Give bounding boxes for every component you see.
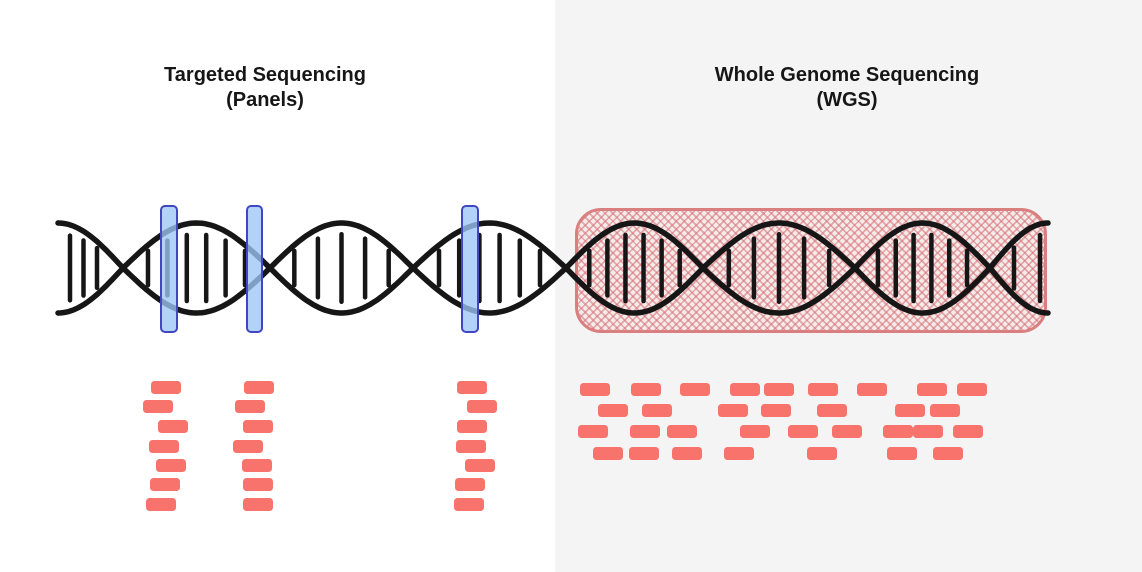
sequencing-read-right	[895, 404, 925, 417]
sequencing-read-right	[593, 447, 623, 460]
sequencing-read-left	[457, 420, 487, 433]
sequencing-read-right	[832, 425, 862, 438]
sequencing-read-left	[454, 498, 484, 511]
sequencing-read-left	[158, 420, 188, 433]
sequencing-read-left	[156, 459, 186, 472]
sequencing-read-right	[857, 383, 887, 396]
sequencing-read-right	[580, 383, 610, 396]
sequencing-read-right	[913, 425, 943, 438]
sequencing-read-right	[788, 425, 818, 438]
sequencing-read-right	[718, 404, 748, 417]
target-region-bar	[246, 205, 263, 333]
sequencing-read-right	[807, 447, 837, 460]
sequencing-read-left	[457, 381, 487, 394]
sequencing-read-right	[883, 425, 913, 438]
sequencing-read-right	[724, 447, 754, 460]
sequencing-read-right	[887, 447, 917, 460]
target-region-bar	[461, 205, 479, 333]
sequencing-read-left	[143, 400, 173, 413]
sequencing-read-right	[630, 425, 660, 438]
sequencing-read-right	[761, 404, 791, 417]
sequencing-read-right	[764, 383, 794, 396]
sequencing-read-right	[680, 383, 710, 396]
sequencing-read-left	[456, 440, 486, 453]
sequencing-read-left	[243, 478, 273, 491]
target-region-bar	[160, 205, 178, 333]
sequencing-read-left	[467, 400, 497, 413]
wgs-title-line2: (WGS)	[816, 89, 878, 111]
targeted-title-line2: (Panels)	[226, 89, 304, 111]
wgs-title: Whole Genome Sequencing (WGS)	[715, 63, 979, 113]
sequencing-read-left	[244, 381, 274, 394]
sequencing-read-right	[598, 404, 628, 417]
sequencing-read-right	[740, 425, 770, 438]
sequencing-read-right	[672, 447, 702, 460]
sequencing-read-left	[146, 498, 176, 511]
sequencing-read-right	[933, 447, 963, 460]
sequencing-read-right	[957, 383, 987, 396]
sequencing-read-right	[917, 383, 947, 396]
sequencing-read-right	[667, 425, 697, 438]
dna-strand-1	[55, 220, 1051, 316]
dna-strand-2	[55, 220, 1051, 316]
sequencing-read-right	[730, 383, 760, 396]
sequencing-read-left	[233, 440, 263, 453]
sequencing-read-left	[243, 498, 273, 511]
dna-rungs	[67, 232, 1043, 304]
targeted-title-line1: Targeted Sequencing	[164, 64, 366, 86]
sequencing-read-left	[243, 420, 273, 433]
sequencing-read-right	[631, 383, 661, 396]
targeted-sequencing-title: Targeted Sequencing (Panels)	[164, 63, 366, 113]
sequencing-read-right	[629, 447, 659, 460]
sequencing-read-right	[808, 383, 838, 396]
sequencing-read-left	[465, 459, 495, 472]
sequencing-read-left	[242, 459, 272, 472]
sequencing-read-right	[642, 404, 672, 417]
sequencing-read-right	[817, 404, 847, 417]
sequencing-read-left	[150, 478, 180, 491]
sequencing-read-right	[953, 425, 983, 438]
sequencing-read-right	[578, 425, 608, 438]
sequencing-read-left	[455, 478, 485, 491]
sequencing-read-right	[930, 404, 960, 417]
sequencing-read-left	[235, 400, 265, 413]
wgs-title-line1: Whole Genome Sequencing	[714, 64, 980, 86]
sequencing-read-left	[151, 381, 181, 394]
sequencing-read-left	[149, 440, 179, 453]
